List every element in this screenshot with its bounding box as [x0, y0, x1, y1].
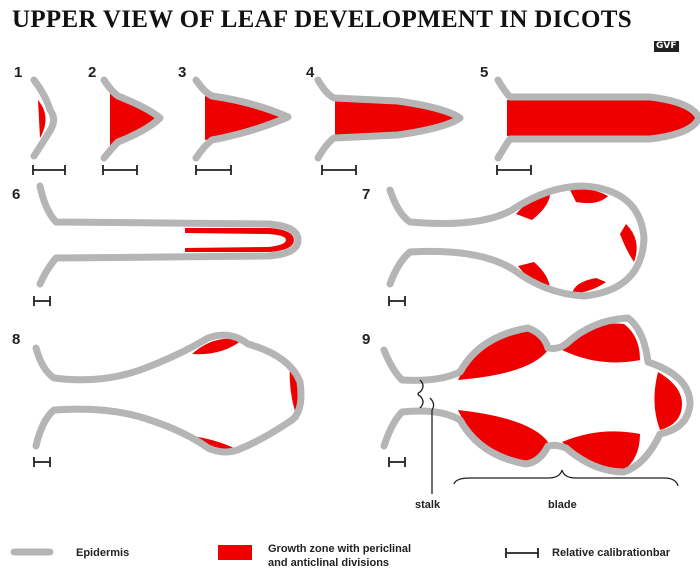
blade-label: blade	[548, 499, 577, 511]
stage-label-2: 2	[88, 64, 96, 81]
stage-label-9: 9	[362, 331, 370, 348]
legend-growth-zone-swatch	[218, 545, 252, 560]
legend-calibration-label: Relative calibrationbar	[552, 547, 671, 559]
stalk-label: stalk	[415, 499, 441, 511]
leaf-stage-3	[196, 80, 288, 175]
leaf-stage-6	[34, 186, 298, 306]
leaf-stage-1	[33, 80, 65, 175]
leaf-stage-7	[389, 186, 644, 306]
leaf-stage-9	[384, 318, 690, 494]
leaf-stage-2	[103, 80, 160, 175]
legend-growth-zone-label-line2: and anticlinal divisions	[268, 557, 389, 569]
stage-label-1: 1	[14, 64, 22, 81]
legend-growth-zone-label-line1: Growth zone with periclinal	[268, 543, 411, 555]
legend-epidermis-label: Epidermis	[76, 547, 129, 559]
stage-label-5: 5	[480, 64, 488, 81]
leaf-stage-4	[318, 80, 460, 175]
stage-label-3: 3	[178, 64, 186, 81]
legend: Epidermis Growth zone with periclinal an…	[14, 543, 671, 569]
leaf-stage-5	[497, 80, 699, 175]
stage-label-7: 7	[362, 186, 370, 203]
stage-label-6: 6	[12, 186, 20, 203]
stage-label-8: 8	[12, 331, 20, 348]
leaf-stage-8	[34, 335, 301, 467]
stage-label-4: 4	[306, 64, 315, 81]
